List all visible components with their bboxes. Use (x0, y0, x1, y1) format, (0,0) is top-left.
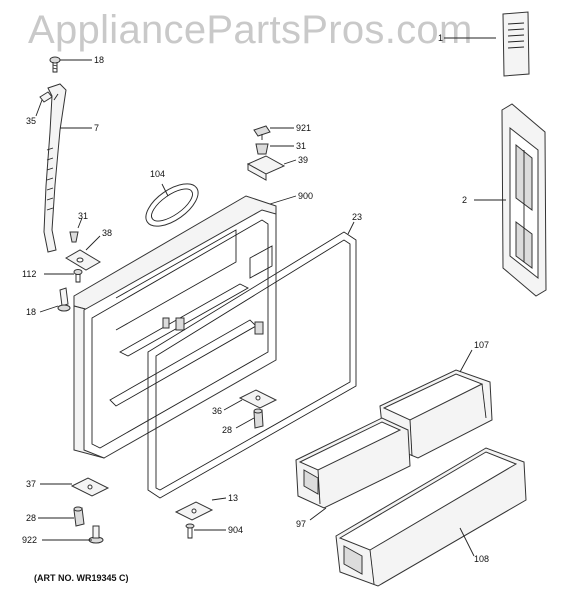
callout-23: 23 (352, 212, 362, 222)
part-cap-921[interactable] (253, 125, 271, 140)
callout-921: 921 (296, 123, 311, 133)
art-number: (ART NO. WR19345 C) (34, 573, 129, 583)
part-hinge-bracket-38[interactable] (65, 249, 101, 271)
part-mullion-assembly[interactable] (501, 103, 547, 297)
part-bracket-36[interactable] (238, 389, 278, 409)
part-screw-18-bottom[interactable] (57, 287, 71, 312)
part-plug-31-left[interactable] (69, 231, 79, 243)
part-pivot-922[interactable] (88, 525, 104, 544)
callout-2: 2 (462, 195, 467, 205)
part-bracket-13[interactable] (174, 501, 214, 521)
part-door-gasket[interactable] (147, 231, 357, 499)
part-door-assembly[interactable] (73, 195, 277, 459)
part-manual[interactable] (502, 11, 530, 77)
part-bracket-37[interactable] (70, 477, 110, 497)
callout-31-left: 31 (78, 211, 88, 221)
part-stud-28-mid[interactable] (253, 408, 264, 429)
callout-35: 35 (26, 116, 36, 126)
part-door-handle[interactable] (43, 83, 67, 253)
callout-108: 108 (474, 554, 489, 564)
part-screw-904[interactable] (185, 523, 195, 539)
part-hinge-cap-39[interactable] (246, 155, 286, 181)
callout-13: 13 (228, 493, 238, 503)
callout-28-mid: 28 (222, 425, 232, 435)
callout-112: 112 (22, 269, 36, 279)
part-oval-seal[interactable] (139, 176, 205, 235)
callout-104: 104 (150, 169, 165, 179)
leader-lines (35, 37, 506, 557)
callout-7: 7 (94, 123, 99, 133)
callout-36: 36 (212, 406, 222, 416)
callout-39: 39 (298, 155, 308, 165)
callout-900: 900 (298, 191, 313, 201)
callout-18-bottom: 18 (26, 307, 36, 317)
part-stud-28-bottom[interactable] (73, 506, 85, 527)
callout-31-right: 31 (296, 141, 306, 151)
part-screw-112[interactable] (73, 269, 83, 283)
callout-37: 37 (26, 479, 36, 489)
part-large-door-bin[interactable] (335, 447, 527, 587)
callout-904: 904 (228, 525, 243, 535)
callout-107: 107 (474, 340, 489, 350)
callout-18-top: 18 (94, 55, 104, 65)
callout-38: 38 (102, 228, 112, 238)
part-screw-18-top[interactable] (49, 56, 61, 73)
part-medium-door-bin[interactable] (295, 417, 411, 509)
callout-922: 922 (22, 535, 37, 545)
callout-97: 97 (296, 519, 306, 529)
callout-1: 1 (438, 33, 443, 43)
watermark-text: AppliancePartsPros.com (28, 8, 473, 52)
part-plug-31-right[interactable] (255, 143, 269, 155)
callout-28-bottom: 28 (26, 513, 36, 523)
